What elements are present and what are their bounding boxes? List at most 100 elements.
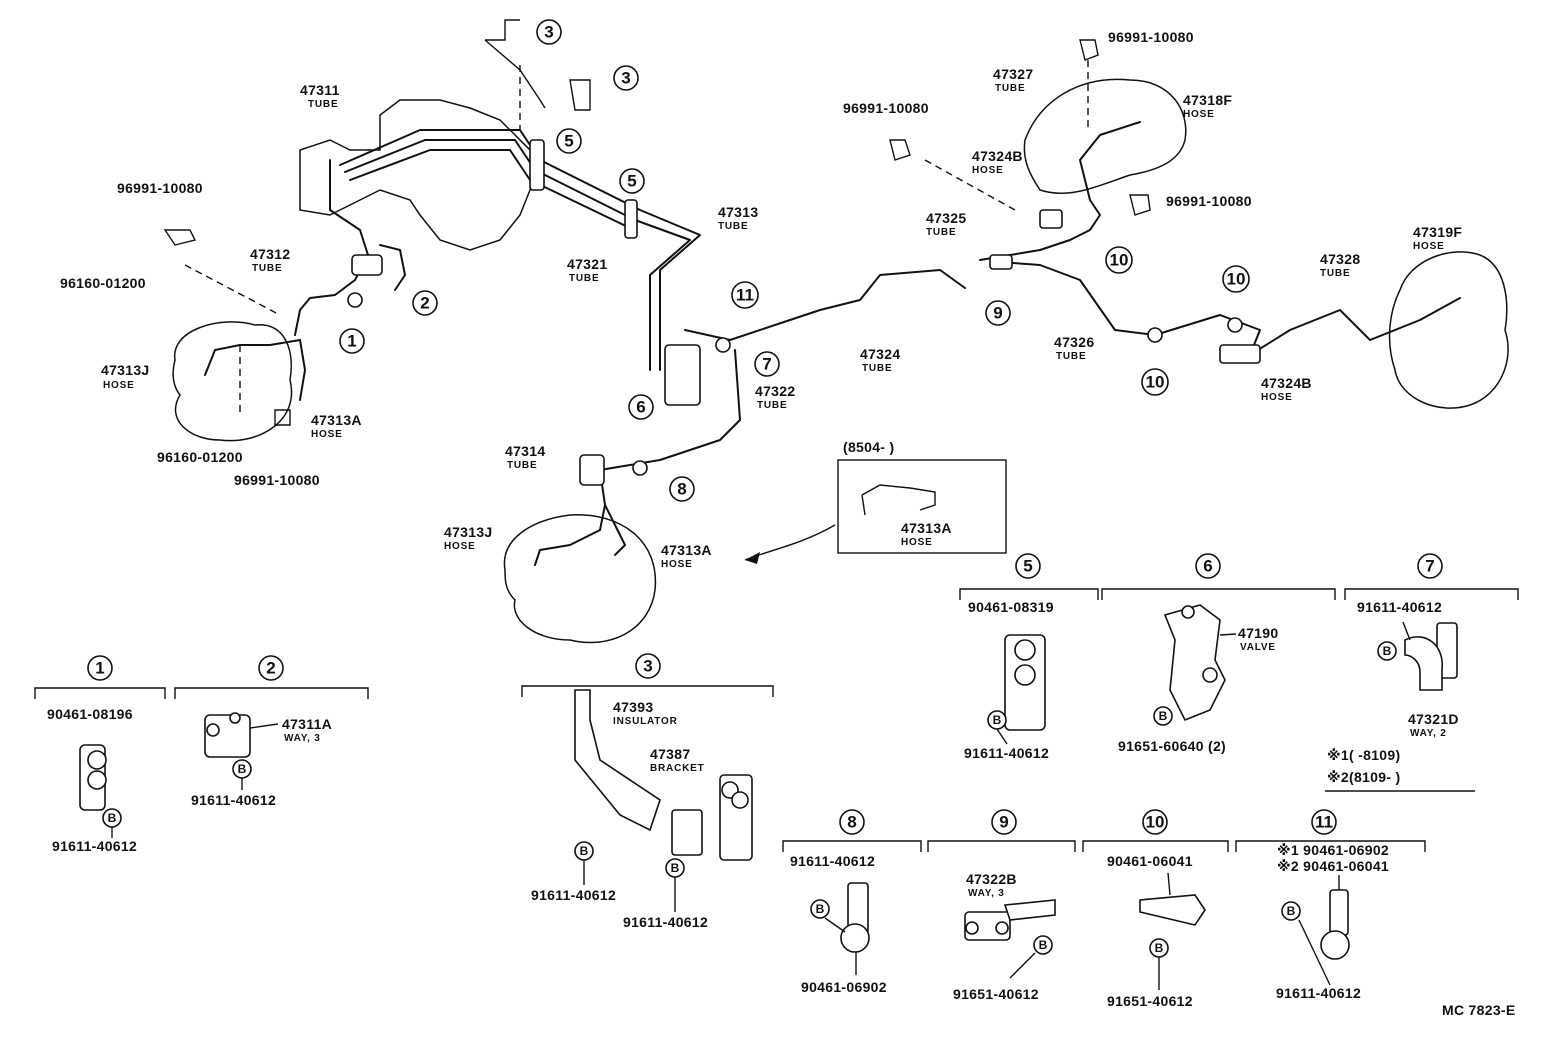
note-1: ※1( -8109) (1327, 747, 1400, 763)
svg-text:WAY, 2: WAY, 2 (1410, 728, 1447, 739)
part-number: 47325 (926, 210, 966, 226)
part-desc: HOSE (103, 380, 135, 391)
svg-text:B: B (671, 861, 680, 875)
callout-10c: 10 (1222, 265, 1250, 293)
svg-text:47190: 47190 (1238, 625, 1278, 641)
svg-text:B: B (1159, 709, 1168, 723)
part-number: 47313A (311, 412, 362, 428)
svg-text:7: 7 (762, 355, 771, 374)
svg-text:91611-40612: 91611-40612 (623, 914, 708, 930)
part-number: 47322 (755, 383, 795, 399)
drawing-code: MC 7823-E (1442, 1002, 1516, 1018)
part-number: 96991-10080 (1166, 193, 1252, 209)
part-number: 47328 (1320, 251, 1360, 267)
svg-text:B: B (1287, 904, 1296, 918)
part-desc: TUBE (995, 83, 1025, 94)
callout-8: 8 (669, 476, 695, 502)
part-number: 96160-01200 (157, 449, 243, 465)
part-number: 47313J (101, 362, 150, 378)
callout-6: 6 (628, 394, 654, 420)
svg-text:3: 3 (621, 69, 630, 88)
svg-text:10: 10 (1146, 373, 1165, 392)
callout-circles: 1 2 3 3 5 5 6 7 8 9 10 10 10 11 (339, 19, 1250, 502)
leader-dash-4 (924, 159, 1016, 211)
part-number: 47312 (250, 246, 290, 262)
svg-text:91611-40612: 91611-40612 (531, 887, 616, 903)
svg-text:10: 10 (1146, 813, 1165, 832)
svg-text:91611-40612: 91611-40612 (790, 853, 875, 869)
part-number: 96991-10080 (234, 472, 320, 488)
rear-left-drum (1023, 78, 1187, 194)
svg-text:B: B (1383, 644, 1392, 658)
svg-text:8: 8 (677, 480, 686, 499)
part-desc: TUBE (252, 263, 282, 274)
front-left-drum (172, 321, 293, 442)
svg-text:2: 2 (266, 659, 275, 678)
part-number: 47318F (1183, 92, 1232, 108)
part-number: 47311 (300, 82, 340, 98)
callout-1: 1 (339, 328, 365, 354)
detail-8: 8 91611-40612 B 90461-06902 (790, 809, 887, 995)
part-desc: HOSE (1261, 392, 1293, 403)
note-2: ※2(8109- ) (1327, 769, 1400, 785)
part-desc: TUBE (757, 400, 787, 411)
svg-text:B: B (580, 844, 589, 858)
detail-10: 10 90461-06041 B 91651-40612 (1107, 809, 1193, 1009)
part-desc: HOSE (444, 541, 476, 552)
callout-2: 2 (412, 290, 438, 316)
inset-hose (861, 484, 936, 516)
detail-1: 1 90461-08196 B 91611-40612 (47, 655, 137, 854)
svg-text:B: B (993, 713, 1002, 727)
svg-text:5: 5 (627, 172, 636, 191)
detail-part-shapes (79, 604, 1458, 960)
svg-text:10: 10 (1227, 270, 1246, 289)
svg-text:9: 9 (993, 304, 1002, 323)
svg-text:91651-60640 (2): 91651-60640 (2) (1118, 738, 1226, 754)
part-desc: HOSE (901, 537, 933, 548)
part-number: 47313A (661, 542, 712, 558)
callout-3b: 3 (613, 65, 639, 91)
part-number: 47313 (718, 204, 758, 220)
svg-text:47393: 47393 (613, 699, 653, 715)
part-number: 47321 (567, 256, 607, 272)
part-desc: HOSE (661, 559, 693, 570)
svg-text:5: 5 (1023, 557, 1032, 576)
svg-text:※2 90461-06041: ※2 90461-06041 (1277, 858, 1389, 874)
svg-text:VALVE: VALVE (1240, 642, 1276, 653)
svg-text:B: B (108, 811, 117, 825)
svg-text:91651-40612: 91651-40612 (953, 986, 1039, 1002)
detail-11: 11 ※1 90461-06902 ※2 90461-06041 B 91611… (1276, 809, 1389, 1001)
callout-10a: 10 (1105, 246, 1133, 274)
detail-2: 2 47311A WAY, 3 B 91611-40612 (191, 655, 332, 808)
svg-text:91611-40612: 91611-40612 (964, 745, 1049, 761)
svg-text:6: 6 (636, 398, 645, 417)
svg-text:7: 7 (1425, 557, 1434, 576)
detail-7: 7 91611-40612 B 47321D WAY, 2 ※1( -8109)… (1327, 553, 1459, 785)
part-number: 96991-10080 (843, 100, 929, 116)
detail-6: 6 47190 VALVE B 91651-60640 (2) (1118, 553, 1278, 754)
leader-dash-1 (184, 264, 281, 316)
svg-text:90461-06902: 90461-06902 (801, 979, 887, 995)
callout-9: 9 (985, 300, 1011, 326)
svg-text:9: 9 (999, 813, 1008, 832)
part-number: 96160-01200 (60, 275, 146, 291)
svg-text:47387: 47387 (650, 746, 690, 762)
part-desc: HOSE (972, 165, 1004, 176)
part-number: 47324 (860, 346, 900, 362)
part-desc: HOSE (1413, 241, 1445, 252)
svg-text:BRACKET: BRACKET (650, 763, 705, 774)
part-number: 47313J (444, 524, 493, 540)
part-desc: TUBE (862, 363, 892, 374)
svg-text:47321D: 47321D (1408, 711, 1459, 727)
svg-text:B: B (1039, 938, 1048, 952)
part-number: 47324B (1261, 375, 1312, 391)
svg-text:INSULATOR: INSULATOR (613, 716, 678, 727)
part-desc: TUBE (1320, 268, 1350, 279)
svg-text:B: B (1155, 941, 1164, 955)
part-number: 47314 (505, 443, 545, 459)
rear-right-drum (1388, 251, 1509, 409)
svg-text:※1 90461-06902: ※1 90461-06902 (1277, 842, 1389, 858)
svg-text:3: 3 (544, 23, 553, 42)
